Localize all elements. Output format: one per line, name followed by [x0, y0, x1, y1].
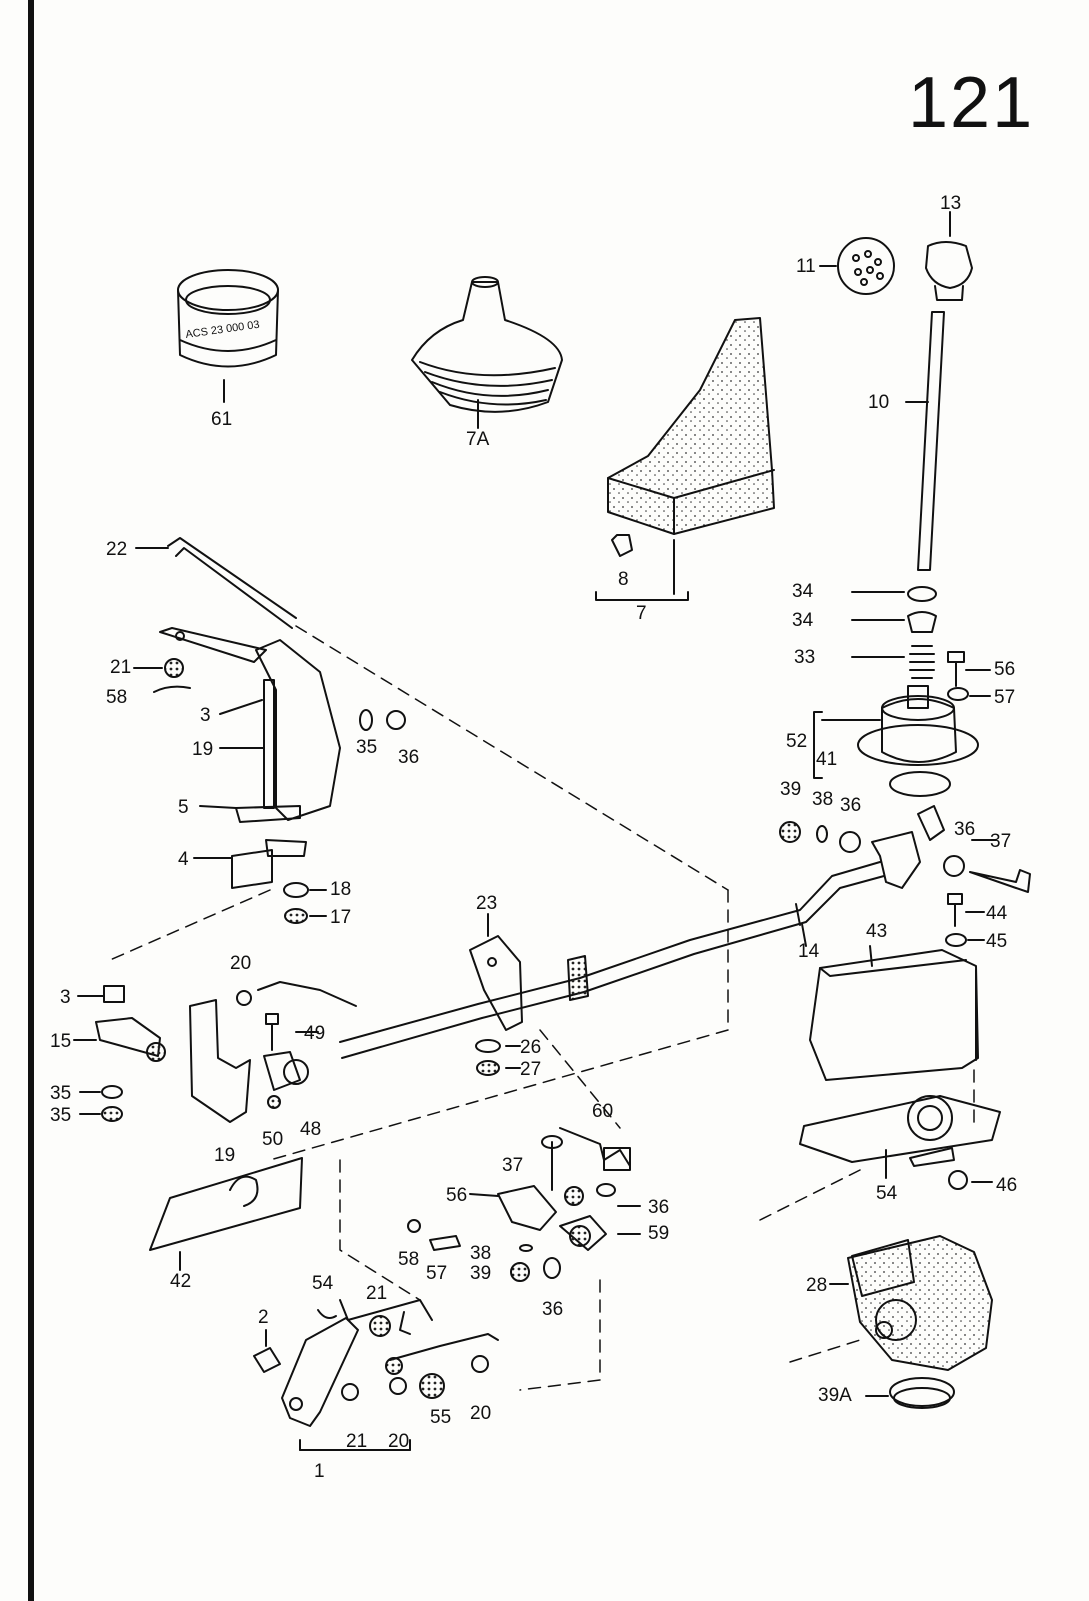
- label-40: 41: [816, 749, 838, 770]
- label-36-right-a: 36: [840, 795, 862, 816]
- label-21-top: 21: [110, 657, 132, 678]
- label-7: 7: [636, 603, 647, 624]
- label-31: 33: [794, 647, 816, 668]
- label-33: 34: [792, 610, 814, 631]
- label-49: 52: [786, 731, 808, 752]
- label-7a: 7A: [466, 429, 490, 450]
- label-37-center: 37: [502, 1155, 524, 1176]
- label-46: 48: [300, 1119, 322, 1140]
- part-42-housing: [809, 945, 979, 1081]
- label-36-center-a: 36: [648, 1197, 670, 1218]
- label-10: 10: [868, 392, 890, 413]
- label-2: 2: [258, 1307, 269, 1328]
- label-61: 61: [211, 409, 233, 430]
- part-10-lever: [905, 311, 945, 571]
- label-59: 59: [648, 1223, 670, 1244]
- label-42: 43: [866, 921, 888, 942]
- label-17: 17: [330, 907, 352, 928]
- part-41-plate: [149, 1157, 303, 1271]
- part-14-shift-rod: [339, 861, 885, 1059]
- label-55: 55: [430, 1407, 452, 1428]
- label-51: 56: [994, 659, 1016, 680]
- shift-link-right: [779, 821, 1031, 893]
- label-32: 34: [792, 581, 814, 602]
- center-linkage: [407, 1127, 641, 1282]
- left-linkage-lower: [73, 981, 357, 1123]
- canister-print: ACS 23 000 03: [185, 319, 261, 341]
- label-16: 19: [192, 739, 214, 760]
- label-47: 49: [304, 1023, 326, 1044]
- label-22: 22: [106, 539, 128, 560]
- label-27: 27: [520, 1059, 542, 1080]
- label-8: 8: [618, 569, 629, 590]
- label-23: 23: [476, 893, 498, 914]
- binding-edge: [28, 0, 34, 1601]
- part-43-bolt: [945, 893, 985, 947]
- label-15: 15: [50, 1031, 72, 1052]
- label-48: 50: [262, 1129, 284, 1150]
- label-26: 26: [520, 1037, 542, 1058]
- label-43: 44: [986, 903, 1008, 924]
- part-7-boot: [595, 317, 775, 601]
- label-41: 42: [170, 1271, 192, 1292]
- label-3-lower: 3: [60, 987, 71, 1008]
- label-35-lower: 35: [50, 1105, 72, 1126]
- label-14: 14: [798, 941, 820, 962]
- label-3-top: 3: [200, 705, 211, 726]
- label-20-bottom-a: 20: [388, 1431, 410, 1452]
- label-58: 58: [398, 1249, 420, 1270]
- label-56: 56: [446, 1185, 468, 1206]
- label-5: 5: [178, 797, 189, 818]
- part-39a-seal: [865, 1377, 955, 1409]
- bottom-lever-assembly: [253, 1299, 499, 1451]
- label-38-center: 38: [470, 1243, 492, 1264]
- part-13-knob: [925, 211, 973, 301]
- part-61-canister: ACS 23 000 03: [177, 269, 279, 403]
- label-45: 46: [996, 1175, 1018, 1196]
- dashed-guides: [109, 625, 975, 1391]
- label-13: 13: [940, 193, 962, 214]
- label-4: 4: [178, 849, 189, 870]
- label-52: 57: [994, 687, 1016, 708]
- label-39-center: 39: [470, 1263, 492, 1284]
- left-linkage-upper: [133, 537, 406, 924]
- label-60: 60: [592, 1101, 614, 1122]
- part-23-bracket: [469, 913, 523, 1076]
- label-36-right-b: 36: [954, 819, 976, 840]
- label-21-lower: 21: [346, 1431, 368, 1452]
- label-1: 1: [314, 1461, 325, 1482]
- label-20-upper: 20: [230, 953, 252, 974]
- lever-mount-assembly: [813, 586, 979, 841]
- part-11-emblem: [819, 237, 895, 295]
- label-11: 11: [796, 256, 816, 277]
- page-number: 121: [908, 63, 1035, 143]
- label-28: 28: [806, 1275, 828, 1296]
- part-7a-gaiter: [411, 276, 563, 429]
- label-44: 45: [986, 931, 1008, 952]
- part-51-bolt: [947, 651, 991, 701]
- label-57: 57: [426, 1263, 448, 1284]
- label-54-top: 58: [106, 687, 128, 708]
- label-34-top: 35: [356, 737, 378, 758]
- label-39a: 39A: [818, 1385, 852, 1406]
- part-50-plate: [799, 1095, 1001, 1190]
- label-34-lower: 35: [50, 1083, 72, 1104]
- label-19: 19: [214, 1145, 236, 1166]
- label-54-bottom: 54: [312, 1273, 334, 1294]
- label-20-bottom-b: 20: [470, 1403, 492, 1424]
- label-36-center-b: 36: [542, 1299, 564, 1320]
- label-37-right: 37: [990, 831, 1012, 852]
- part-28-gearbox: [829, 1235, 993, 1371]
- label-39-right: 39: [780, 779, 802, 800]
- label-38-right: 38: [812, 789, 834, 810]
- label-21-bottom: 21: [366, 1283, 388, 1304]
- label-18: 18: [330, 879, 352, 900]
- label-35-top: 36: [398, 747, 420, 768]
- label-50: 54: [876, 1183, 898, 1204]
